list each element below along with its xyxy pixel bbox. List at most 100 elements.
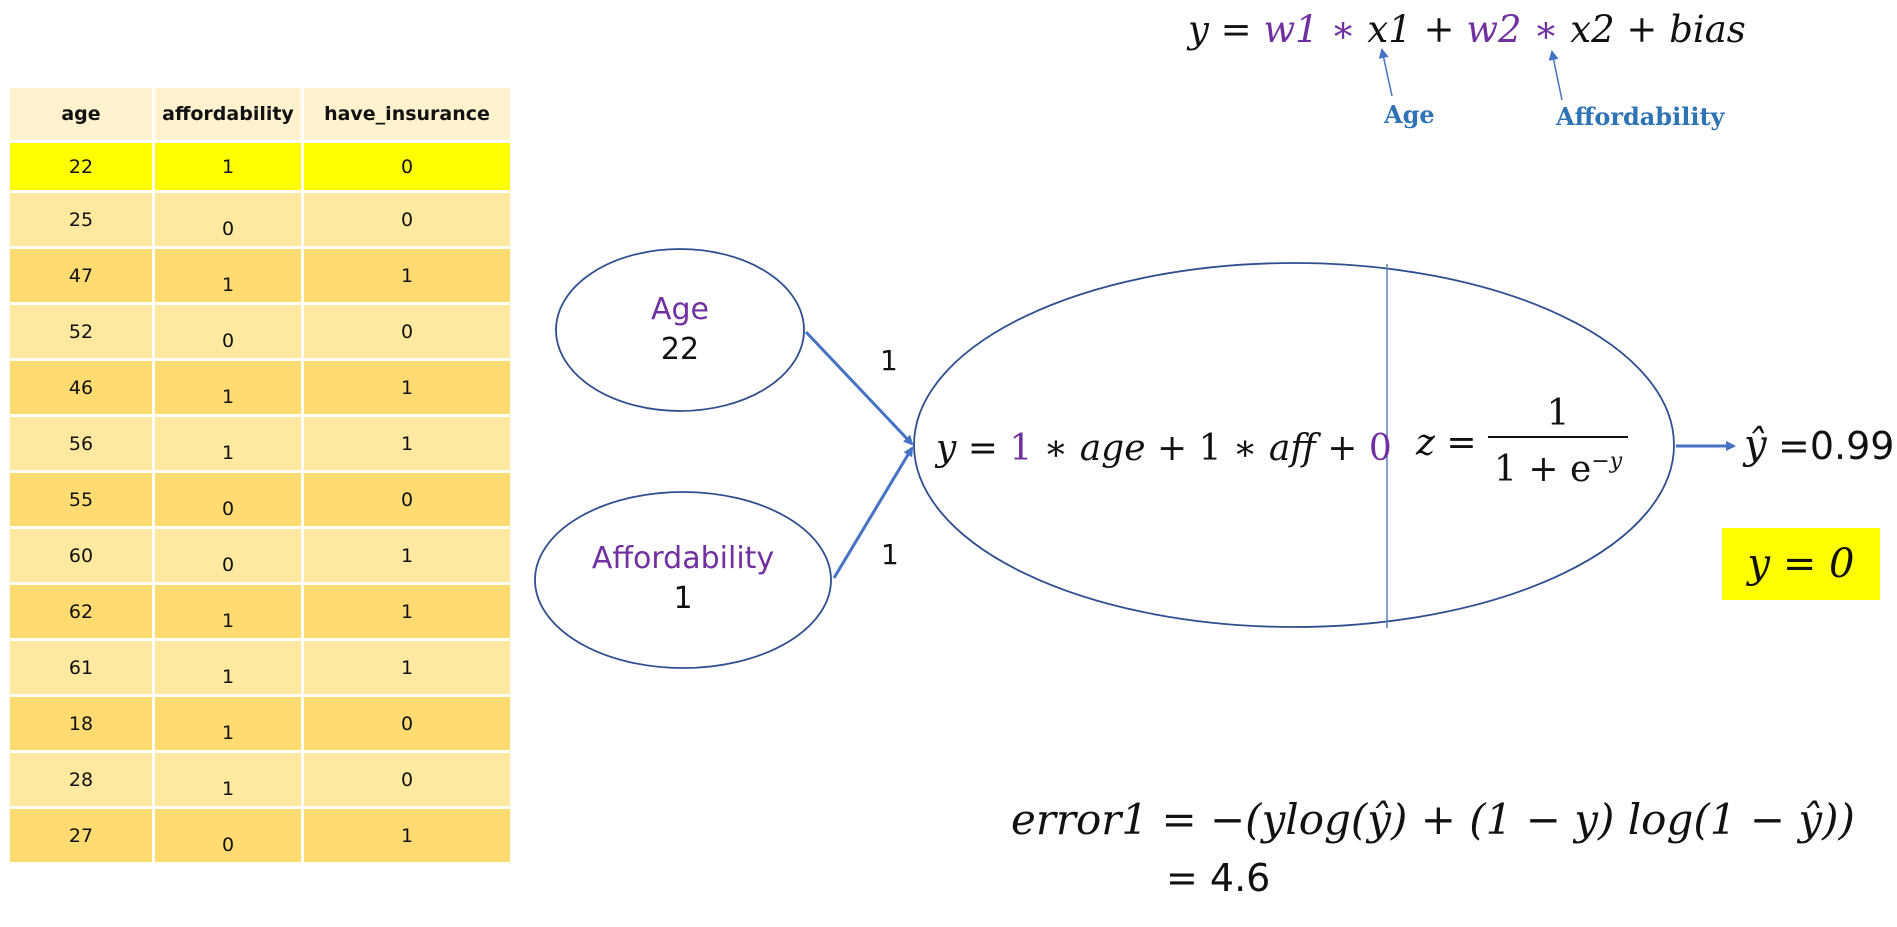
age-to-neuron-arrow [804,330,914,446]
x2-label: Affordability [1556,102,1725,131]
linear-eq: = [967,428,998,469]
error-result: = 4.6 [1166,856,1271,900]
cell-affordability: 1 [153,582,304,640]
top-formula: y = w1 ∗ x1 + w2 ∗ x2 + bias [1188,8,1746,51]
formula-bias: bias [1669,8,1746,51]
x1-pointer-arrow [1378,48,1393,97]
cell-have-insurance: 0 [302,302,513,360]
cell-affordability: 0 [153,302,304,360]
age-node-label: Age 22 [600,290,760,370]
cell-have-insurance: 1 [302,526,513,584]
sigmoid-den-exp: −y [1591,449,1623,474]
cell-affordability: 1 [153,638,304,696]
cell-affordability: 1 [153,694,304,752]
cell-have-insurance: 1 [302,638,513,696]
cell-have-insurance: 1 [302,582,513,640]
yhat-symbol: ŷ [1744,422,1767,468]
linear-y: y [936,428,957,469]
linear-times-2: ∗ [1232,428,1258,469]
cell-age: 62 [10,582,155,640]
sigmoid-numerator: 1 [1488,392,1629,438]
header-have-insurance: have_insurance [302,88,513,142]
affordability-node-label: Affordability 1 [573,539,793,619]
sigmoid-eq: = [1446,422,1477,464]
cell-have-insurance: 1 [302,246,513,304]
formula-x2: x2 [1570,8,1615,51]
sigmoid-den-base: 1 + e [1494,449,1592,490]
weight-w2: 1 [881,538,899,571]
cell-have-insurance: 0 [302,140,513,192]
cell-affordability: 1 [153,140,304,192]
x1-label: Age [1384,100,1435,129]
header-affordability: affordability [153,88,304,142]
cell-age: 55 [10,470,155,528]
cell-age: 18 [10,694,155,752]
linear-w1: 1 [1009,428,1033,469]
cell-age: 52 [10,302,155,360]
formula-eq: = [1220,8,1252,51]
cell-affordability: 1 [153,414,304,472]
cell-have-insurance: 0 [302,470,513,528]
cell-age: 25 [10,190,155,248]
weight-w1: 1 [880,344,898,377]
cell-affordability: 0 [153,470,304,528]
linear-equation: y = 1 ∗ age + 1 ∗ aff + 0 [936,428,1392,469]
cell-affordability: 0 [153,806,304,862]
cell-affordability: 1 [153,750,304,808]
formula-x1: x1 [1367,8,1412,51]
formula-plus-2: + [1626,8,1658,51]
affordability-to-neuron-arrow [832,446,914,579]
formula-w2: w2 [1466,8,1522,51]
linear-bias: 0 [1368,428,1392,469]
cell-age: 56 [10,414,155,472]
cell-age: 27 [10,806,155,862]
table-header-row: age affordability have_insurance [10,88,513,142]
header-age: age [10,88,155,142]
linear-aff: aff [1268,428,1316,469]
cell-age: 61 [10,638,155,696]
sigmoid-denominator: 1 + e−y [1488,438,1628,494]
affordability-node-name: Affordability [591,541,775,576]
cell-age: 46 [10,358,155,416]
cell-age: 60 [10,526,155,584]
cell-have-insurance: 0 [302,750,513,808]
affordability-input-node [534,491,832,669]
age-input-node [555,248,805,412]
x2-pointer-arrow [1548,50,1563,101]
age-node-value: 22 [660,332,700,367]
cell-have-insurance: 1 [302,358,513,416]
sigmoid-equation: z = 1 1 + e−y [1416,392,1629,494]
sigmoid-fraction: 1 1 + e−y [1488,392,1629,494]
cell-age: 22 [10,140,155,192]
cell-age: 47 [10,246,155,304]
cell-affordability: 1 [153,246,304,304]
cell-affordability: 0 [153,190,304,248]
formula-times-1: ∗ [1330,8,1356,51]
error-formula: error1 = −(ylog(ŷ) + (1 − y) log(1 − ŷ)) [1011,795,1855,844]
cell-have-insurance: 1 [302,806,513,862]
age-node-name: Age [650,292,710,327]
yhat-value: =0.99 [1778,424,1895,468]
affordability-node-value: 1 [673,581,693,616]
cell-affordability: 0 [153,526,304,584]
formula-times-2: ∗ [1533,8,1559,51]
cell-have-insurance: 0 [302,694,513,752]
linear-times-1: ∗ [1043,428,1069,469]
sigmoid-z: z [1416,422,1435,464]
linear-w2: 1 [1198,428,1222,469]
neuron-node [913,262,1675,628]
cell-have-insurance: 1 [302,414,513,472]
formula-plus-1: + [1423,8,1455,51]
